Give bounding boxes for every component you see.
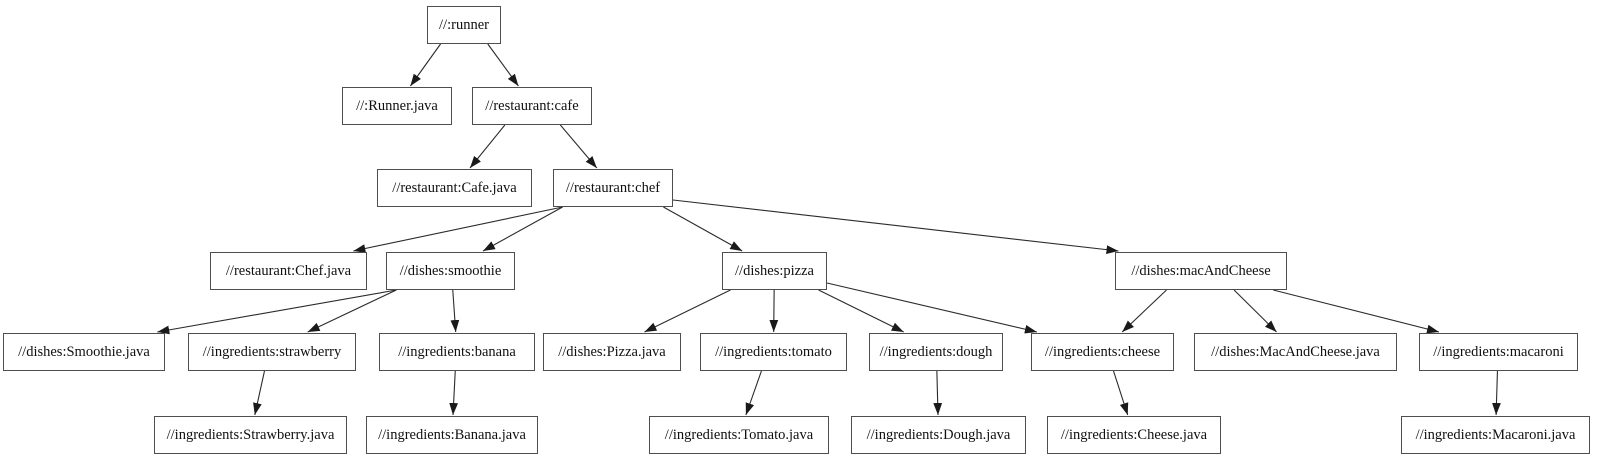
- graph-node-tomato: //ingredients:tomato: [700, 333, 847, 371]
- edge-chef-macandcheese: [672, 199, 1119, 255]
- graph-node-chef: //restaurant:chef: [553, 169, 673, 207]
- edge-smoothie-banana: [450, 289, 460, 333]
- graph-node-chef_java: //restaurant:Chef.java: [210, 252, 367, 290]
- graph-node-macaroni: //ingredients:macaroni: [1419, 333, 1578, 371]
- graph-node-banana: //ingredients:banana: [379, 333, 535, 371]
- edge-chef-chef_java: [353, 206, 563, 253]
- graph-node-macaroni_java: //ingredients:Macaroni.java: [1401, 416, 1590, 454]
- graph-node-strawberry_java: //ingredients:Strawberry.java: [154, 416, 347, 454]
- graph-node-cafe: //restaurant:cafe: [472, 87, 592, 125]
- edge-pizza-dough: [818, 289, 904, 333]
- graph-node-runner_java: //:Runner.java: [342, 87, 452, 125]
- edge-smoothie-strawberry: [307, 289, 397, 333]
- edge-macandcheese-macandcheese_java: [1233, 289, 1277, 333]
- graph-node-macandcheese_java: //dishes:MacAndCheese.java: [1194, 333, 1397, 371]
- graph-node-smoothie_java: //dishes:Smoothie.java: [3, 333, 165, 371]
- edge-chef-pizza: [663, 206, 743, 252]
- graph-node-smoothie: //dishes:smoothie: [386, 252, 515, 290]
- edge-strawberry-strawberry_java: [253, 370, 266, 416]
- edge-macandcheese-macaroni: [1273, 289, 1440, 334]
- edge-macaroni-macaroni_java: [1492, 370, 1501, 416]
- edge-banana-banana_java: [449, 370, 459, 416]
- edge-chef-smoothie: [482, 206, 563, 252]
- edge-group: [157, 43, 1501, 416]
- graph-node-strawberry: //ingredients:strawberry: [188, 333, 356, 371]
- graph-node-macandcheese: //dishes:macAndCheese: [1115, 252, 1287, 290]
- edge-pizza-pizza_java: [644, 289, 731, 333]
- graph-node-dough: //ingredients:dough: [869, 333, 1003, 371]
- graph-node-runner: //:runner: [427, 6, 501, 44]
- graph-node-pizza: //dishes:pizza: [722, 252, 827, 290]
- edge-dough-dough_java: [933, 370, 943, 416]
- edge-runner-runner_java: [409, 43, 441, 87]
- graph-node-cafe_java: //restaurant:Cafe.java: [377, 169, 532, 207]
- edge-cafe-chef: [559, 124, 598, 169]
- edge-cheese-cheese_java: [1113, 370, 1129, 416]
- edge-macandcheese-cheese: [1121, 289, 1167, 333]
- graph-node-banana_java: //ingredients:Banana.java: [366, 416, 538, 454]
- graph-node-cheese_java: //ingredients:Cheese.java: [1047, 416, 1221, 454]
- graph-node-cheese: //ingredients:cheese: [1031, 333, 1174, 371]
- edge-cafe-cafe_java: [469, 124, 506, 169]
- edge-smoothie-smoothie_java: [157, 289, 397, 335]
- edge-runner-cafe: [487, 43, 519, 87]
- graph-node-dough_java: //ingredients:Dough.java: [851, 416, 1026, 454]
- graph-node-pizza_java: //dishes:Pizza.java: [543, 333, 681, 371]
- edge-tomato-tomato_java: [745, 370, 762, 416]
- edge-pizza-cheese: [826, 282, 1038, 334]
- graph-node-tomato_java: //ingredients:Tomato.java: [649, 416, 829, 454]
